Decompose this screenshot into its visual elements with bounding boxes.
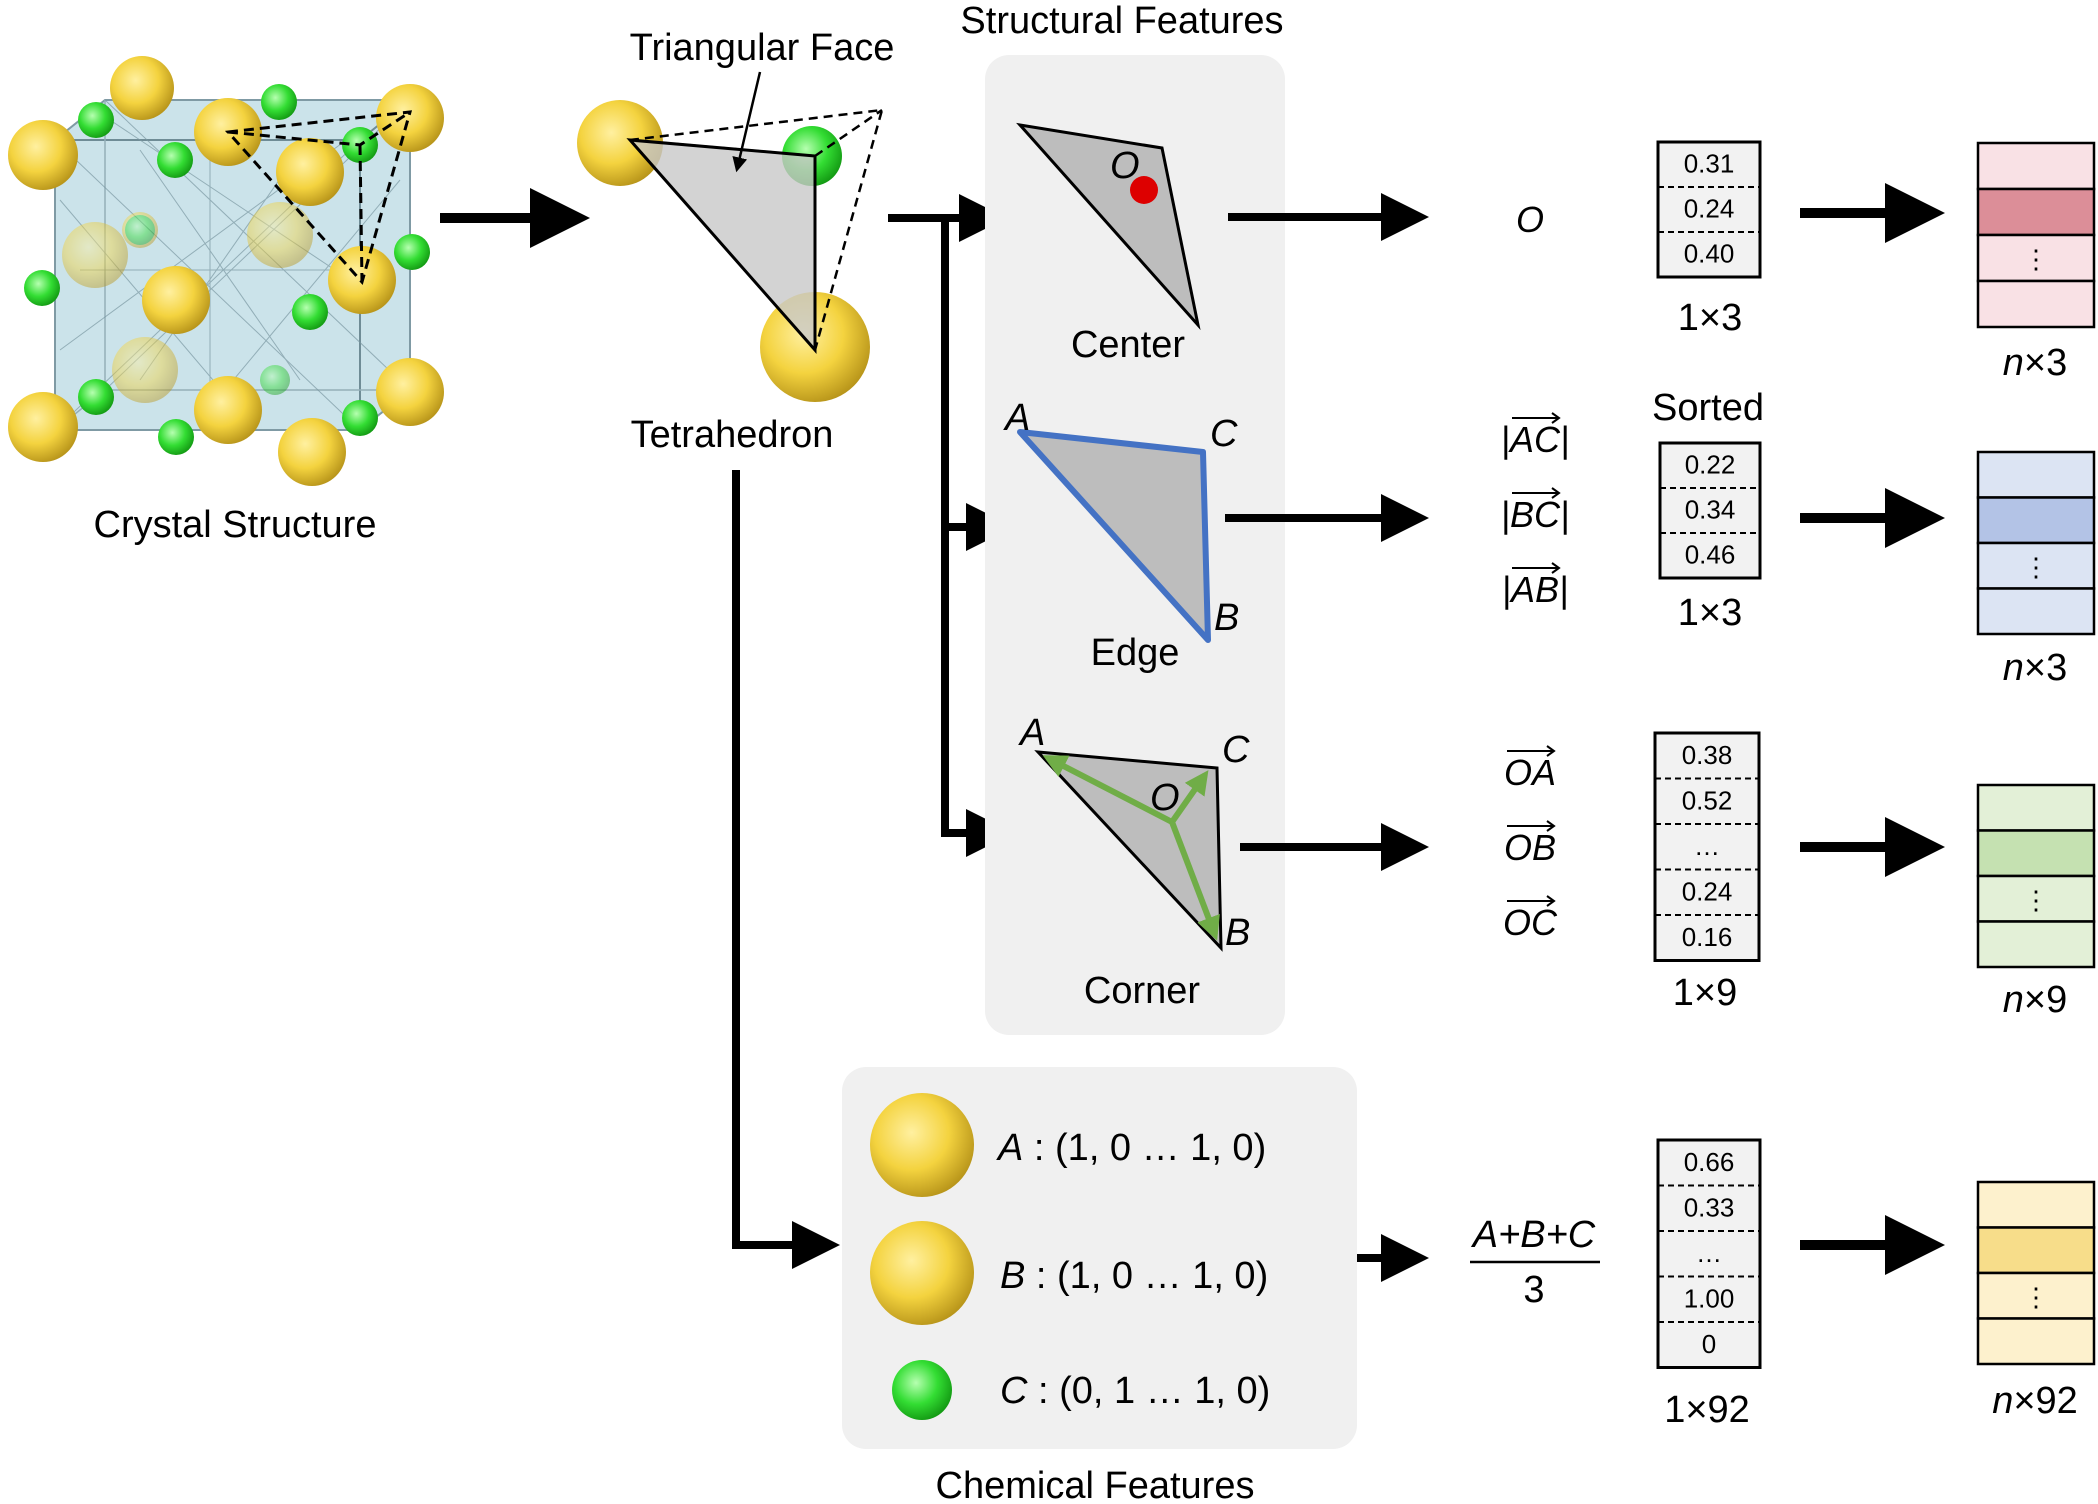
vector-cell: 0.34: [1685, 495, 1736, 525]
vector-cell: 1.00: [1684, 1283, 1735, 1313]
atom-a-circle: [870, 1093, 974, 1197]
vector-cell: 0.31: [1684, 149, 1735, 179]
svg-text:C : (0, 1 … 1, 0): C : (0, 1 … 1, 0): [1000, 1370, 1270, 1412]
vector-cell: 0.40: [1684, 239, 1735, 269]
matrix-row: [1976, 783, 2096, 832]
vector-expression: OC: [1503, 902, 1558, 943]
atom-a-vector: A : (1, 0 … 1, 0): [996, 1127, 1266, 1169]
vector-expression: |AB|: [1502, 569, 1569, 610]
matrix-row: [1976, 187, 2096, 237]
matrix-ellipsis: ⋮: [2023, 244, 2049, 274]
corner-a-label: A: [1018, 712, 1045, 754]
tetrahedron-illustration: [577, 100, 884, 402]
matrix-row: [1976, 1226, 2096, 1275]
edge-vector: 0.22 0.34 0.46: [1658, 441, 1762, 580]
matrix-row: [1976, 141, 2096, 191]
corner-o-label: O: [1150, 777, 1180, 819]
edge-b-label: B: [1214, 597, 1239, 639]
vector-expression: |AC|: [1501, 419, 1570, 460]
matrix-row: [1976, 1317, 2096, 1366]
vector-cell: 0.22: [1685, 450, 1736, 480]
center-triangle: [1016, 122, 1201, 331]
edge-vector-dim: 1×3: [1678, 592, 1742, 634]
chemical-matrix-dim: n×92: [1992, 1380, 2078, 1422]
corner-vector-dim: 1×9: [1673, 972, 1737, 1014]
center-label: Center: [1071, 324, 1185, 366]
vector-expression: |BC|: [1501, 494, 1570, 535]
edge-expressions: |AC| |BC| |AB|: [1501, 412, 1570, 610]
edge-c-label: C: [1210, 413, 1238, 455]
corner-label: Corner: [1084, 970, 1200, 1012]
structural-features-label: Structural Features: [960, 0, 1283, 42]
edge-a-label: A: [1003, 397, 1030, 439]
chemical-features-label: Chemical Features: [936, 1465, 1255, 1504]
vector-cell: 0.46: [1685, 540, 1736, 570]
vector-cell: 0.33: [1684, 1192, 1735, 1222]
matrix-ellipsis: ⋮: [2023, 552, 2049, 582]
center-o-label: O: [1110, 145, 1140, 187]
center-output-matrix: ⋮: [1976, 141, 2096, 329]
corner-triangle: [1034, 750, 1223, 952]
corner-output-matrix: ⋮: [1976, 783, 2096, 969]
atom-b-vector: B : (1, 0 … 1, 0): [1000, 1255, 1268, 1297]
chemical-denominator: 3: [1523, 1269, 1544, 1311]
center-expression: O: [1516, 199, 1544, 240]
corner-c-label: C: [1222, 729, 1250, 771]
matrix-row: [1976, 874, 2096, 923]
vector-cell: …: [1696, 1238, 1722, 1268]
center-matrix-dim: n×3: [2003, 342, 2067, 384]
crystal-structure-label: Crystal Structure: [94, 504, 377, 546]
center-vector: 0.31 0.24 0.40: [1656, 140, 1762, 279]
corner-matrix-dim: n×9: [2003, 979, 2067, 1021]
triangular-face-label: Triangular Face: [630, 27, 895, 69]
chemical-vector-dim: 1×92: [1664, 1389, 1750, 1431]
vector-expression: OB: [1504, 827, 1556, 868]
edge-triangle: [1017, 429, 1211, 643]
matrix-row: [1976, 920, 2096, 969]
matrix-row: [1976, 450, 2096, 499]
matrix-ellipsis: ⋮: [2023, 885, 2049, 915]
corner-expressions: OA OB OC: [1503, 745, 1558, 943]
corner-b-label: B: [1225, 912, 1250, 954]
vector-cell: 0: [1702, 1329, 1716, 1359]
vector-cell: …: [1694, 831, 1720, 861]
vector-cell: 0.16: [1682, 922, 1733, 952]
matrix-row: [1976, 587, 2096, 636]
matrix-row: [1976, 1271, 2096, 1320]
edge-output-matrix: ⋮: [1976, 450, 2096, 636]
matrix-row: [1976, 279, 2096, 329]
atom-b-circle: [870, 1221, 974, 1325]
atom-c-circle: [892, 1360, 952, 1420]
chemical-output-matrix: ⋮: [1976, 1180, 2096, 1366]
tetrahedron-label: Tetrahedron: [631, 414, 834, 456]
crystal-structure-illustration: [8, 56, 444, 486]
chemical-numerator: A+B+C: [1471, 1214, 1596, 1256]
center-point: [1130, 176, 1158, 204]
vector-expression: OA: [1504, 752, 1556, 793]
matrix-ellipsis: ⋮: [2023, 1282, 2049, 1312]
edge-matrix-dim: n×3: [2003, 647, 2067, 689]
vector-cell: 0.66: [1684, 1147, 1735, 1177]
edge-label: Edge: [1091, 632, 1180, 674]
vector-cell: 0.24: [1682, 876, 1733, 906]
matrix-row: [1976, 829, 2096, 878]
vector-cell: 0.38: [1682, 740, 1733, 770]
atom-c-vector: C : (0, 1 … 1, 0): [1000, 1370, 1270, 1412]
triangular-face-pointer: [732, 71, 762, 173]
center-vector-dim: 1×3: [1678, 297, 1742, 339]
corner-vector: 0.38 0.52 … 0.24 0.16: [1653, 731, 1761, 962]
chemical-vector: 0.66 0.33 … 1.00 0: [1656, 1138, 1762, 1369]
vector-cell: 0.52: [1682, 785, 1733, 815]
sorted-label: Sorted: [1652, 387, 1764, 429]
chemical-expression: A+B+C 3: [1470, 1214, 1600, 1311]
matrix-row: [1976, 496, 2096, 545]
svg-text:A : (1, 0 … 1, 0): A : (1, 0 … 1, 0): [996, 1127, 1266, 1169]
vector-cell: 0.24: [1684, 194, 1735, 224]
svg-text:B : (1, 0 … 1, 0): B : (1, 0 … 1, 0): [1000, 1255, 1268, 1297]
matrix-row: [1976, 1180, 2096, 1229]
